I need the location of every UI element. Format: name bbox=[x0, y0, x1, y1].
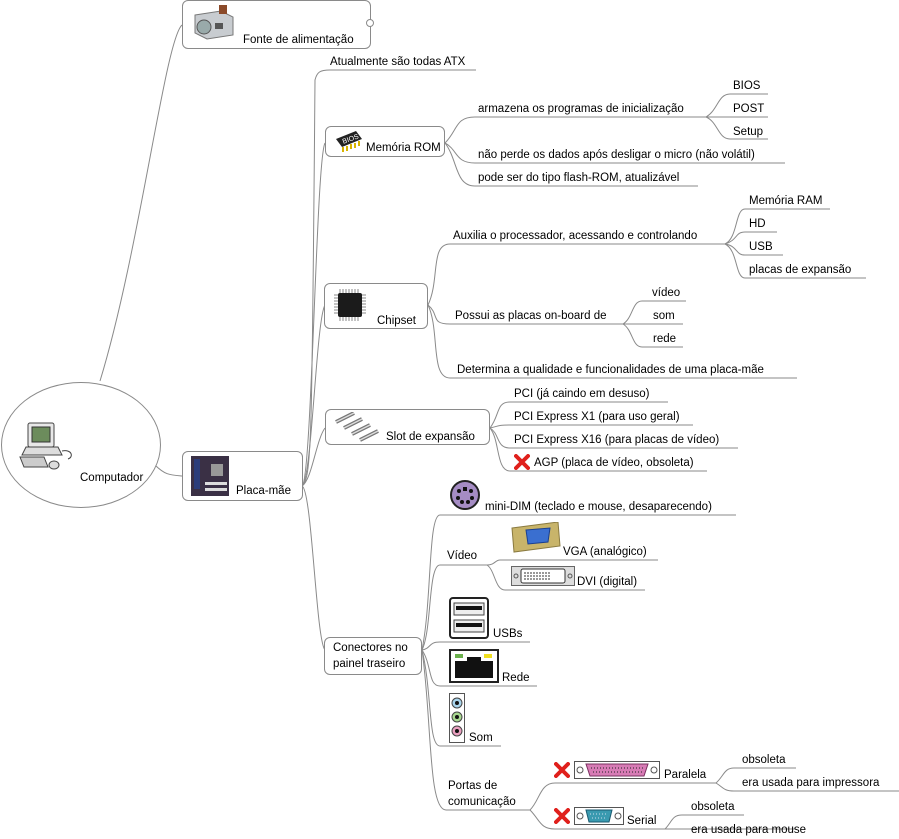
chipset-onboard-som[interactable]: som bbox=[653, 310, 675, 322]
rom-item-post[interactable]: POST bbox=[733, 103, 765, 115]
atx-topic[interactable]: Atualmente são todas ATX bbox=[330, 56, 466, 68]
chipset-item-hd[interactable]: HD bbox=[749, 218, 766, 230]
motherboard-icon bbox=[191, 456, 229, 496]
rom-flash[interactable]: pode ser do tipo flash-ROM, atualizável bbox=[478, 172, 680, 184]
root-label: Computador bbox=[80, 472, 144, 484]
placa-mae-label: Placa-mãe bbox=[236, 485, 291, 497]
rom-item-bios[interactable]: BIOS bbox=[733, 80, 761, 92]
conector-usbs[interactable]: USBs bbox=[493, 628, 523, 640]
node-placa-mae[interactable]: Placa-mãe bbox=[182, 451, 303, 501]
conector-minidim[interactable]: mini-DIM (teclado e mouse, desaparecendo… bbox=[485, 501, 712, 513]
power-supply-icon bbox=[194, 5, 234, 40]
node-fonte-de-alimentacao[interactable]: Fonte de alimentação bbox=[182, 0, 374, 49]
video-vga[interactable]: VGA (analógico) bbox=[563, 546, 647, 558]
red-x-icon bbox=[514, 454, 530, 470]
node-chipset[interactable]: Chipset bbox=[324, 283, 428, 329]
chipset-onboard-video[interactable]: vídeo bbox=[652, 287, 681, 299]
video-dvi[interactable]: DVI (digital) bbox=[577, 576, 638, 588]
portas-label-line1[interactable]: Portas de bbox=[448, 780, 498, 792]
usb-connector-icon bbox=[449, 597, 489, 639]
parallel-port-icon bbox=[574, 761, 660, 779]
chipset-determina[interactable]: Determina a qualidade e funcionalidades … bbox=[457, 364, 764, 376]
slot-label: Slot de expansão bbox=[386, 431, 475, 443]
conectores-label-line1: Conectores no bbox=[333, 642, 408, 654]
red-x-icon bbox=[554, 808, 570, 824]
slot-item-agp[interactable]: AGP (placa de vídeo, obsoleta) bbox=[534, 457, 694, 469]
rom-armazena[interactable]: armazena os programas de inicialização bbox=[478, 103, 684, 115]
slot-item-pcie-x1[interactable]: PCI Express X1 (para uso geral) bbox=[514, 411, 680, 423]
ethernet-port-icon bbox=[449, 649, 499, 683]
root-node-computador[interactable]: Computador bbox=[1, 382, 161, 508]
conector-rede[interactable]: Rede bbox=[502, 672, 530, 684]
chipset-label: Chipset bbox=[377, 315, 416, 327]
node-slot-de-expansao[interactable]: Slot de expansão bbox=[325, 409, 490, 445]
node-conectores-painel-traseiro[interactable]: Conectores no painel traseiro bbox=[324, 637, 422, 675]
fonte-label: Fonte de alimentação bbox=[243, 34, 354, 46]
bios-chip-icon: BIOS bbox=[336, 131, 362, 152]
expansion-slots-icon bbox=[335, 412, 379, 442]
chipset-item-usb[interactable]: USB bbox=[749, 241, 773, 253]
slot-item-pcie-x16[interactable]: PCI Express X16 (para placas de vídeo) bbox=[514, 434, 720, 446]
node-memoria-rom[interactable]: BIOS Memória ROM bbox=[325, 126, 445, 157]
red-x-icon bbox=[554, 762, 570, 778]
rom-nao-perde[interactable]: não perde os dados após desligar o micro… bbox=[478, 149, 755, 161]
conector-video[interactable]: Vídeo bbox=[447, 550, 478, 562]
svg-text:BIOS: BIOS bbox=[342, 133, 360, 145]
paralela-item-obsoleta[interactable]: obsoleta bbox=[742, 754, 786, 766]
audio-jacks-icon bbox=[449, 693, 465, 743]
desktop-computer-icon bbox=[19, 422, 72, 470]
dvi-connector-icon bbox=[511, 566, 575, 586]
porta-serial[interactable]: Serial bbox=[627, 815, 657, 827]
chip-icon bbox=[334, 289, 366, 321]
ps2-connector-icon bbox=[450, 480, 480, 510]
porta-paralela[interactable]: Paralela bbox=[664, 769, 707, 781]
portas-label-line2[interactable]: comunicação bbox=[448, 796, 516, 808]
chipset-onboard-rede[interactable]: rede bbox=[653, 333, 677, 345]
memoria-rom-label: Memória ROM bbox=[366, 142, 441, 154]
collapse-toggle[interactable] bbox=[366, 19, 374, 27]
chipset-item-ram[interactable]: Memória RAM bbox=[749, 195, 823, 207]
paralela-item-impressora[interactable]: era usada para impressora bbox=[742, 777, 880, 789]
chipset-possui[interactable]: Possui as placas on-board de bbox=[455, 310, 607, 322]
chipset-auxilia[interactable]: Auxilia o processador, acessando e contr… bbox=[453, 230, 698, 242]
conectores-label-line2: painel traseiro bbox=[333, 658, 406, 670]
serial-item-obsoleta[interactable]: obsoleta bbox=[691, 801, 735, 813]
rom-item-setup[interactable]: Setup bbox=[733, 126, 764, 138]
chipset-item-placas[interactable]: placas de expansão bbox=[749, 264, 852, 276]
slot-item-pci[interactable]: PCI (já caindo em desuso) bbox=[514, 388, 650, 400]
conector-som[interactable]: Som bbox=[469, 732, 493, 744]
serial-port-icon bbox=[574, 807, 624, 825]
serial-item-mouse[interactable]: era usada para mouse bbox=[691, 824, 807, 836]
vga-connector-icon bbox=[511, 522, 561, 553]
